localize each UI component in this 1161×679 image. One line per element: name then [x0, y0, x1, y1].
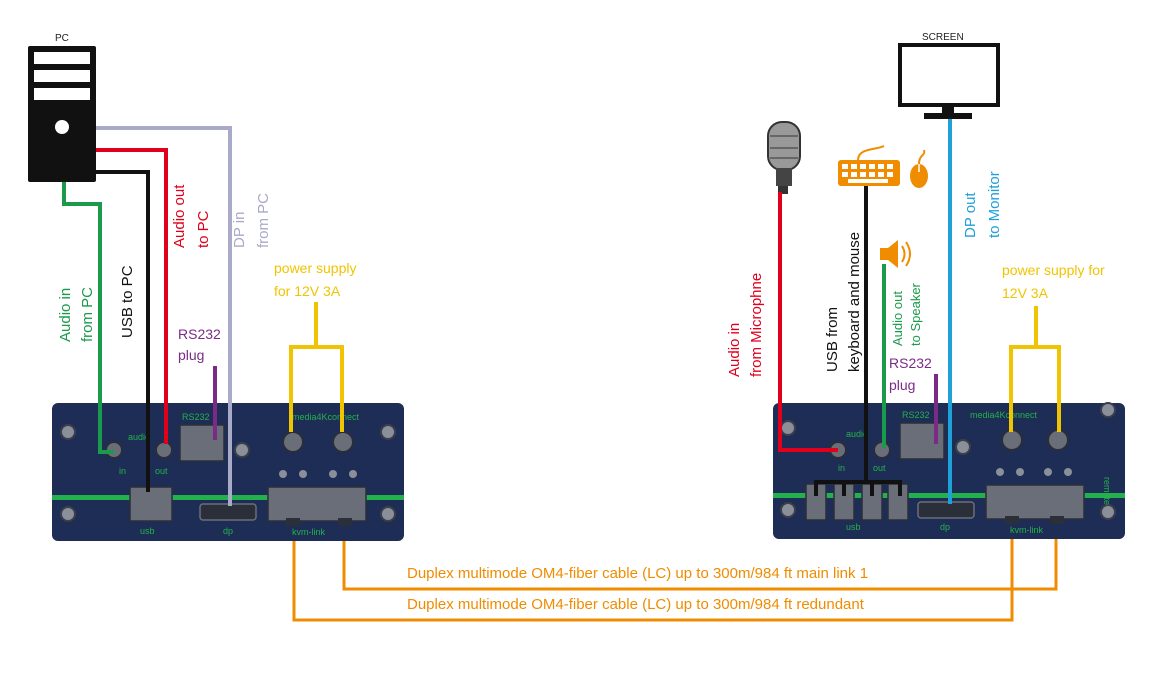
right-device-usb-label: usb — [846, 522, 861, 532]
pc-icon — [28, 46, 96, 182]
speaker-icon — [880, 240, 911, 268]
right-power-port-1 — [1001, 429, 1023, 451]
right-device-brand: media4Kconnect — [970, 410, 1038, 420]
left-usb-port — [129, 486, 173, 522]
dp-in-label-left: DP in from PC — [231, 193, 272, 248]
left-audio-out-port — [155, 441, 173, 459]
power-cable-left — [289, 302, 344, 432]
svg-text:Audio in: Audio in — [726, 323, 743, 377]
left-device-in-label: in — [119, 466, 126, 476]
screen-label: SCREEN — [922, 32, 964, 43]
audio-in-label-left: Audio in from PC — [57, 287, 96, 342]
power-label-right-2: 12V 3A — [1002, 285, 1049, 301]
svg-text:from Microphne: from Microphne — [748, 273, 765, 377]
left-device-out-label: out — [155, 466, 168, 476]
fiber-connectors — [286, 516, 1064, 526]
fiber-redundant-link — [292, 518, 1014, 622]
right-leds — [996, 468, 1072, 476]
right-kvm-link-port — [985, 484, 1085, 520]
rs232-plug-label-left: plug — [178, 347, 204, 363]
fiber-redundant-label: Duplex multimode OM4-fiber cable (LC) up… — [407, 596, 865, 613]
svg-text:from PC: from PC — [255, 193, 272, 248]
svg-text:Audio in: Audio in — [57, 288, 74, 342]
left-power-port-1 — [282, 431, 304, 453]
svg-text:to Monitor: to Monitor — [986, 171, 1003, 238]
fiber-cables — [292, 518, 1058, 622]
left-device-audio-label: audio — [128, 432, 150, 442]
keyboard-icon — [838, 145, 900, 186]
audio-out-label-left: Audio out to PC — [171, 184, 212, 248]
right-usb-ports — [805, 483, 909, 521]
svg-text:Audio out: Audio out — [890, 291, 905, 346]
left-rs232-port — [179, 424, 225, 462]
audio-out-cable — [96, 148, 168, 444]
usb-cable-left — [96, 170, 150, 492]
power-cable-right — [1009, 306, 1061, 432]
svg-text:from PC: from PC — [79, 287, 96, 342]
left-kvm-link-port — [267, 486, 367, 522]
pc-label: PC — [55, 33, 69, 44]
power-label-right-1: power supply for — [1002, 262, 1105, 278]
rs232-label-right: RS232 — [889, 355, 932, 371]
right-device-dp-label: dp — [940, 522, 950, 532]
right-extra-port — [955, 439, 971, 455]
power-label-left-2: for 12V 3A — [274, 283, 341, 299]
rs232-label-left: RS232 — [178, 326, 221, 342]
audio-in-cable — [62, 182, 114, 454]
usb-label-right: USB from keyboard and mouse — [824, 232, 863, 372]
right-device-kvm-label: kvm-link — [1010, 525, 1043, 535]
left-device-dp-label: dp — [223, 526, 233, 536]
svg-text:Audio out: Audio out — [171, 184, 188, 248]
svg-text:to Speaker: to Speaker — [908, 282, 923, 346]
svg-text:DP out: DP out — [962, 192, 979, 238]
left-power-port-2 — [332, 431, 354, 453]
right-device-out-label: out — [873, 463, 886, 473]
dp-in-cable — [96, 126, 232, 506]
left-extra-port — [234, 442, 250, 458]
right-device-audio-label: audio — [846, 429, 868, 439]
right-device-rs232-label: RS232 — [902, 410, 930, 420]
svg-text:DP in: DP in — [231, 212, 248, 248]
right-cables — [778, 119, 952, 504]
left-leds — [279, 470, 357, 478]
svg-text:keyboard and mouse: keyboard and mouse — [846, 232, 863, 372]
audio-in-label-right: Audio in from Microphne — [726, 273, 765, 377]
left-device-usb-label: usb — [140, 526, 155, 536]
screen-icon — [898, 43, 1000, 119]
dp-out-label-right: DP out to Monitor — [962, 171, 1003, 238]
mouse-icon — [910, 149, 928, 188]
svg-text:USB from: USB from — [824, 307, 841, 372]
svg-text:USB to PC: USB to PC — [119, 265, 136, 338]
right-dp-port — [917, 501, 975, 519]
fiber-main-link — [342, 518, 1058, 591]
power-label-left-1: power supply — [274, 260, 357, 276]
svg-text:to PC: to PC — [195, 210, 212, 248]
audio-out-label-right: Audio out to Speaker — [890, 282, 923, 346]
left-dp-port — [199, 503, 257, 521]
left-device-rs232-label: RS232 — [182, 412, 210, 422]
rs232-plug-label-right: plug — [889, 377, 915, 393]
usb-label-left: USB to PC — [119, 265, 136, 338]
microphone-icon — [767, 121, 801, 194]
usb-branches — [814, 480, 902, 496]
left-cables — [62, 126, 232, 506]
screws — [60, 424, 396, 522]
right-device-in-label: in — [838, 463, 845, 473]
left-device-kvm-label: kvm-link — [292, 527, 325, 537]
left-device-brand: media4Kconnect — [292, 412, 360, 422]
mic-cable — [778, 192, 838, 452]
fiber-main-label: Duplex multimode OM4-fiber cable (LC) up… — [407, 565, 868, 582]
right-power-port-2 — [1047, 429, 1069, 451]
right-device-remote-label: remote — [1102, 477, 1112, 505]
